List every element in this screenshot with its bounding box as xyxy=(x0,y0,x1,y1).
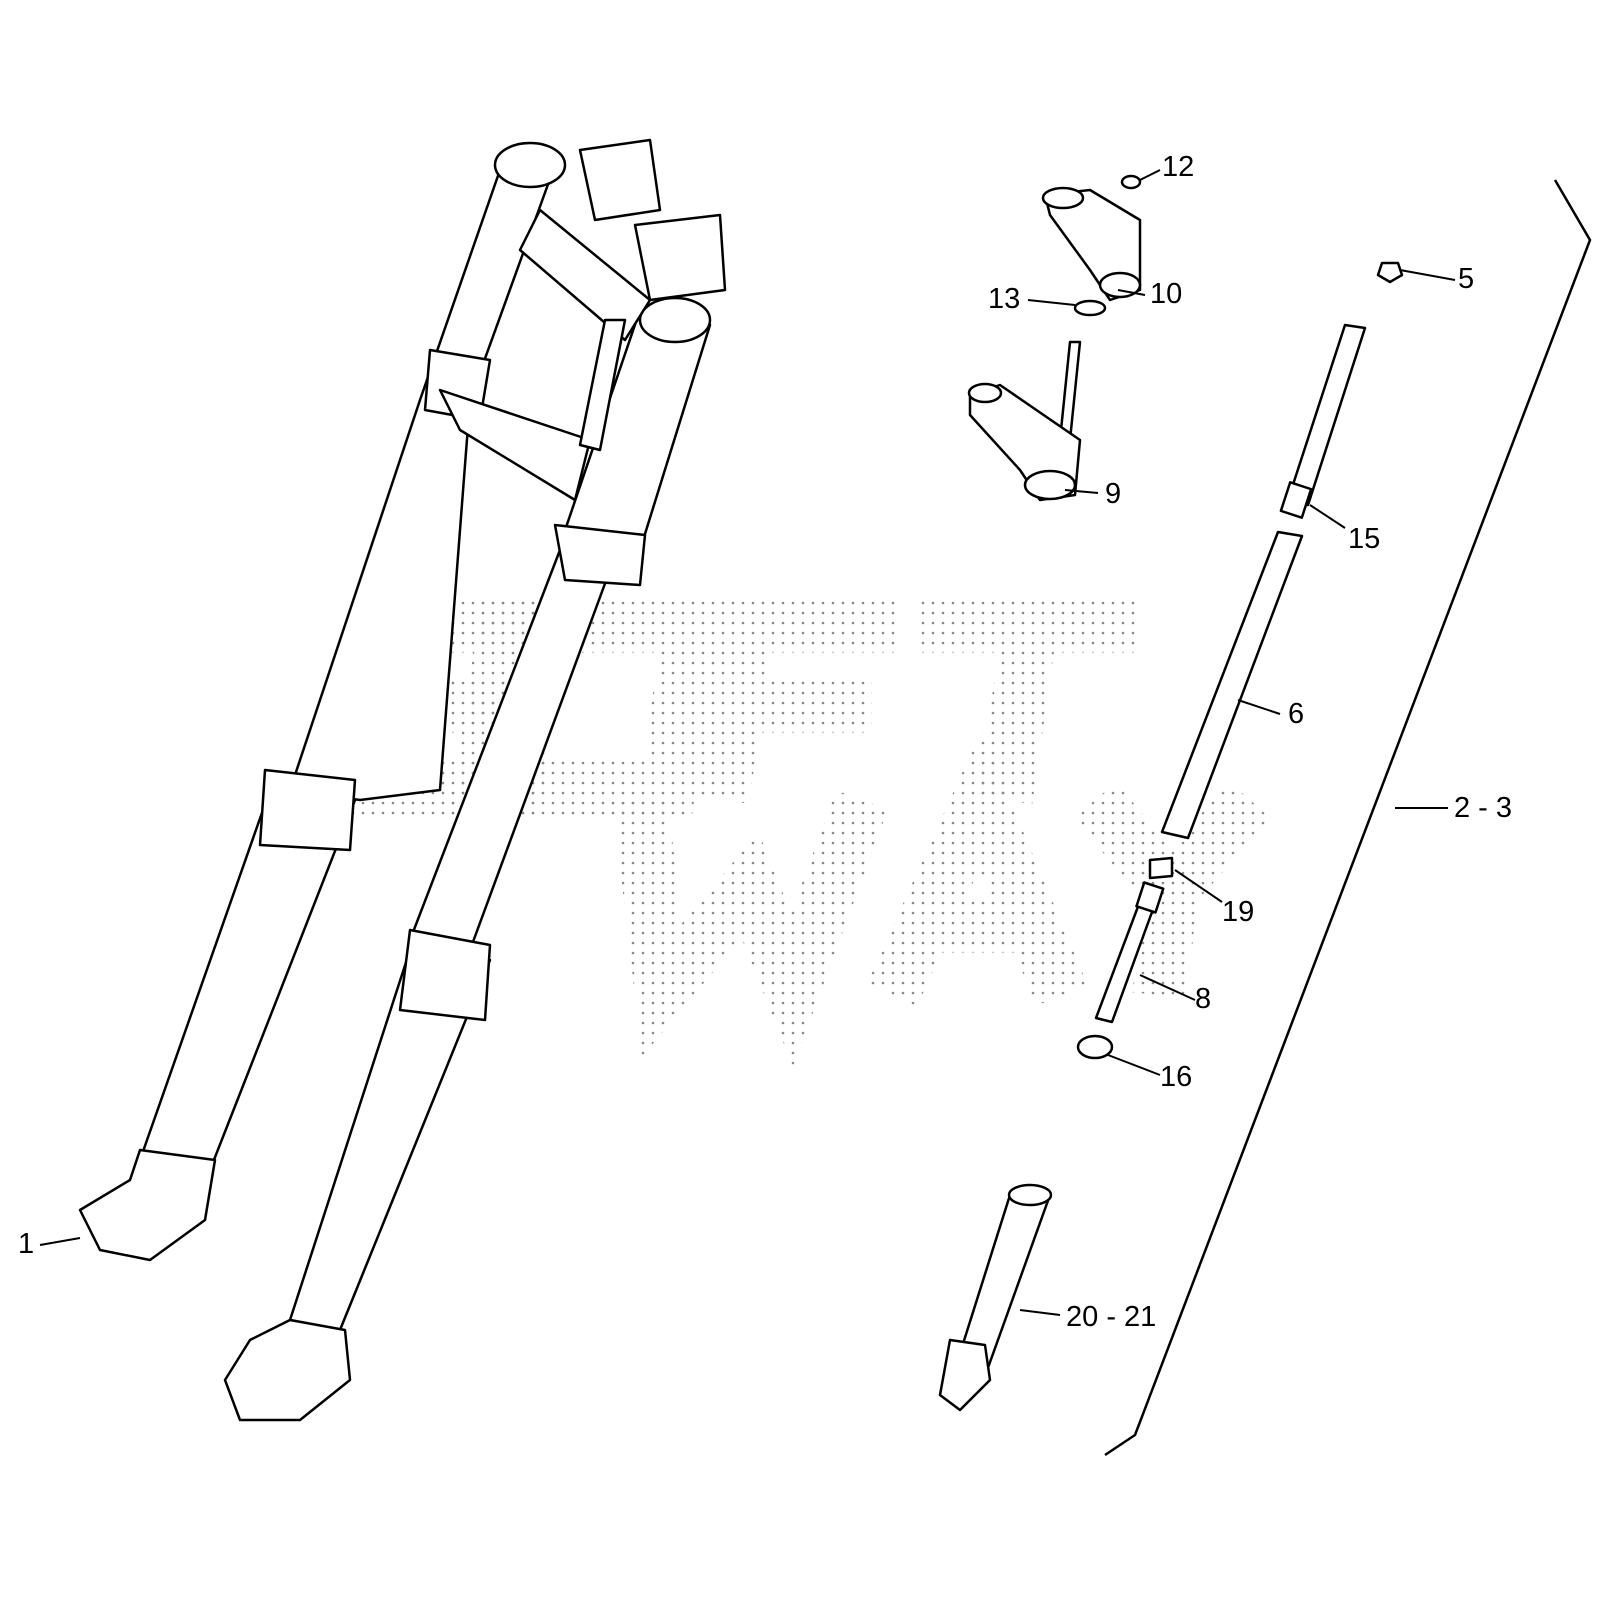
callout-12: 12 xyxy=(1162,151,1195,183)
callout-19: 19 xyxy=(1222,896,1255,928)
callout-8: 8 xyxy=(1195,983,1212,1015)
callout-5: 5 xyxy=(1458,263,1475,295)
callout-6: 6 xyxy=(1288,698,1305,730)
callout-20-21: 20 - 21 xyxy=(1066,1301,1157,1333)
callout-13: 13 xyxy=(988,283,1021,315)
rod-8 xyxy=(1094,881,1165,1024)
seal-16 xyxy=(1076,1034,1114,1060)
watermark-logo xyxy=(339,597,1271,1067)
bracket-2-3 xyxy=(1104,179,1592,1457)
leg-20-21 xyxy=(938,1183,1053,1412)
callout-9: 9 xyxy=(1105,478,1122,510)
callout-10: 10 xyxy=(1150,278,1183,310)
callout-2-3: 2 - 3 xyxy=(1454,792,1513,824)
bottom-clamp-9 xyxy=(967,340,1082,502)
spacer-19 xyxy=(1148,856,1174,880)
leader-lines xyxy=(39,169,1456,1316)
cap-5 xyxy=(1376,261,1404,284)
fork-assembly xyxy=(78,138,727,1422)
callout-15: 15 xyxy=(1348,523,1381,555)
callout-1: 1 xyxy=(18,1228,35,1260)
spring-15 xyxy=(1279,323,1367,519)
nut-12 xyxy=(1120,174,1142,190)
top-clamp-10 xyxy=(1041,186,1142,302)
callout-16: 16 xyxy=(1160,1061,1193,1093)
tube-6 xyxy=(1160,530,1304,840)
washer-13 xyxy=(1073,299,1107,317)
